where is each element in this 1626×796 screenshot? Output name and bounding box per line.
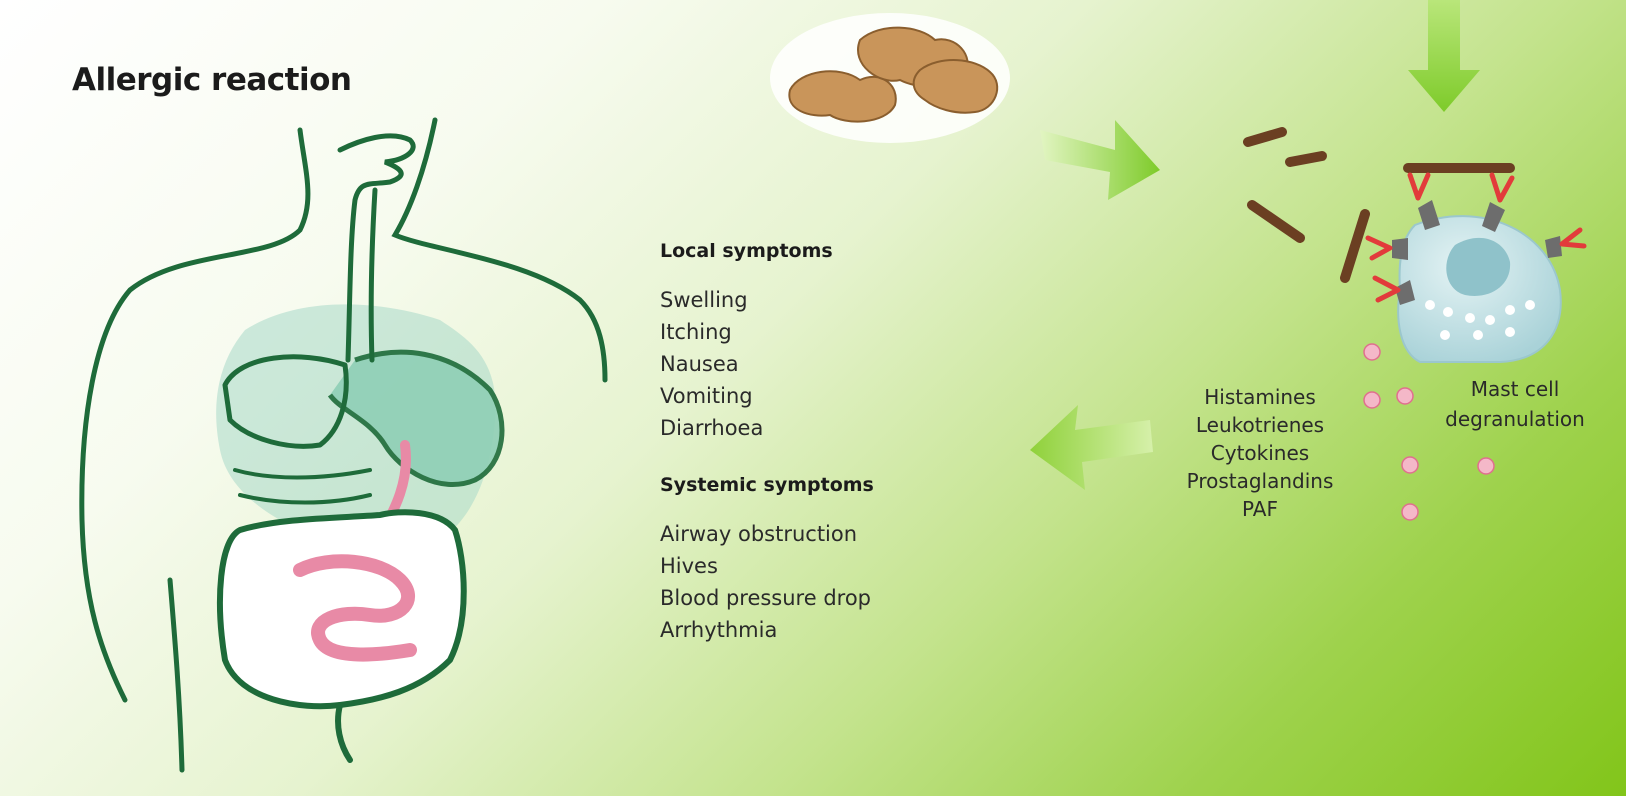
local-symptoms-list: Swelling Itching Nausea Vomiting Diarrho…	[660, 284, 960, 444]
systemic-symptom-item: Airway obstruction	[660, 518, 960, 550]
symptoms-panel: Local symptoms Swelling Itching Nausea V…	[660, 240, 960, 676]
local-symptoms-heading: Local symptoms	[660, 240, 960, 262]
local-symptom-item: Vomiting	[660, 380, 960, 412]
systemic-symptoms-heading: Systemic symptoms	[660, 474, 960, 496]
diagram-title: Allergic reaction	[72, 62, 351, 98]
mediator-item: PAF	[1150, 495, 1370, 523]
arrow-left-icon	[1030, 405, 1153, 490]
local-symptom-item: Swelling	[660, 284, 960, 316]
systemic-symptoms-list: Airway obstruction Hives Blood pressure …	[660, 518, 960, 646]
mediators-list: Histamines Leukotrienes Cytokines Prosta…	[1150, 383, 1370, 523]
local-symptom-item: Nausea	[660, 348, 960, 380]
mediator-item: Histamines	[1150, 383, 1370, 411]
arrow-down-icon	[1408, 0, 1480, 112]
systemic-symptom-item: Blood pressure drop	[660, 582, 960, 614]
mast-cell-label: Mast cell degranulation	[1410, 374, 1620, 434]
mast-cell	[1398, 216, 1561, 362]
mediator-item: Leukotrienes	[1150, 411, 1370, 439]
arrow-right-icon	[1040, 120, 1160, 200]
local-symptom-item: Itching	[660, 316, 960, 348]
mediator-item: Prostaglandins	[1150, 467, 1370, 495]
systemic-symptom-item: Arrhythmia	[660, 614, 960, 646]
systemic-symptom-item: Hives	[660, 550, 960, 582]
mediator-item: Cytokines	[1150, 439, 1370, 467]
local-symptom-item: Diarrhoea	[660, 412, 960, 444]
